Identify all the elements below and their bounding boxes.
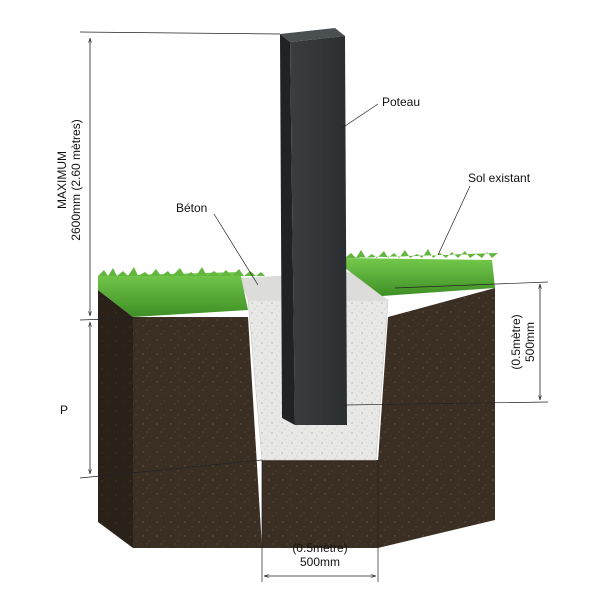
post-leader	[341, 103, 379, 129]
post-top-line	[79, 31, 281, 35]
hole-depth-line1: (0.5mètre)	[509, 314, 523, 369]
grass-right	[345, 249, 498, 296]
height-max-line1: MAXIMUM	[55, 151, 69, 209]
post	[280, 28, 347, 425]
concrete-leader	[213, 213, 259, 286]
soil-left-face	[98, 290, 133, 548]
ground-level-line-left	[79, 317, 141, 321]
concrete-label: Béton	[176, 201, 207, 215]
height-max-label: MAXIMUM 2600mm (2.60 mètres)	[55, 119, 83, 240]
post-label: Poteau	[382, 95, 420, 109]
ground-level-line-right	[394, 281, 549, 289]
existing-ground-leader	[437, 185, 471, 256]
soil-front-bottom	[262, 460, 378, 548]
hole-depth-label: (0.5mètre) 500mm	[509, 314, 537, 369]
hole-width-line2: 500mm	[300, 555, 340, 569]
hole-bottom-line-right	[344, 401, 549, 406]
hole-width-line1: (0.5mètre)	[292, 541, 347, 555]
soil-block	[98, 288, 495, 548]
existing-ground-label: Sol existant	[468, 171, 531, 185]
depth-bottom-line-left	[79, 459, 263, 479]
hole-depth-line2: 500mm	[523, 322, 537, 362]
height-max-line2: 2600mm (2.60 mètres)	[69, 119, 83, 240]
soil-front-right	[372, 288, 495, 548]
post-top-face	[280, 28, 345, 42]
depth-p-label: P	[60, 403, 68, 417]
soil-front-left	[133, 317, 262, 548]
grass-left	[98, 267, 265, 317]
post-front-face	[280, 34, 295, 425]
post-side-face	[290, 36, 347, 425]
